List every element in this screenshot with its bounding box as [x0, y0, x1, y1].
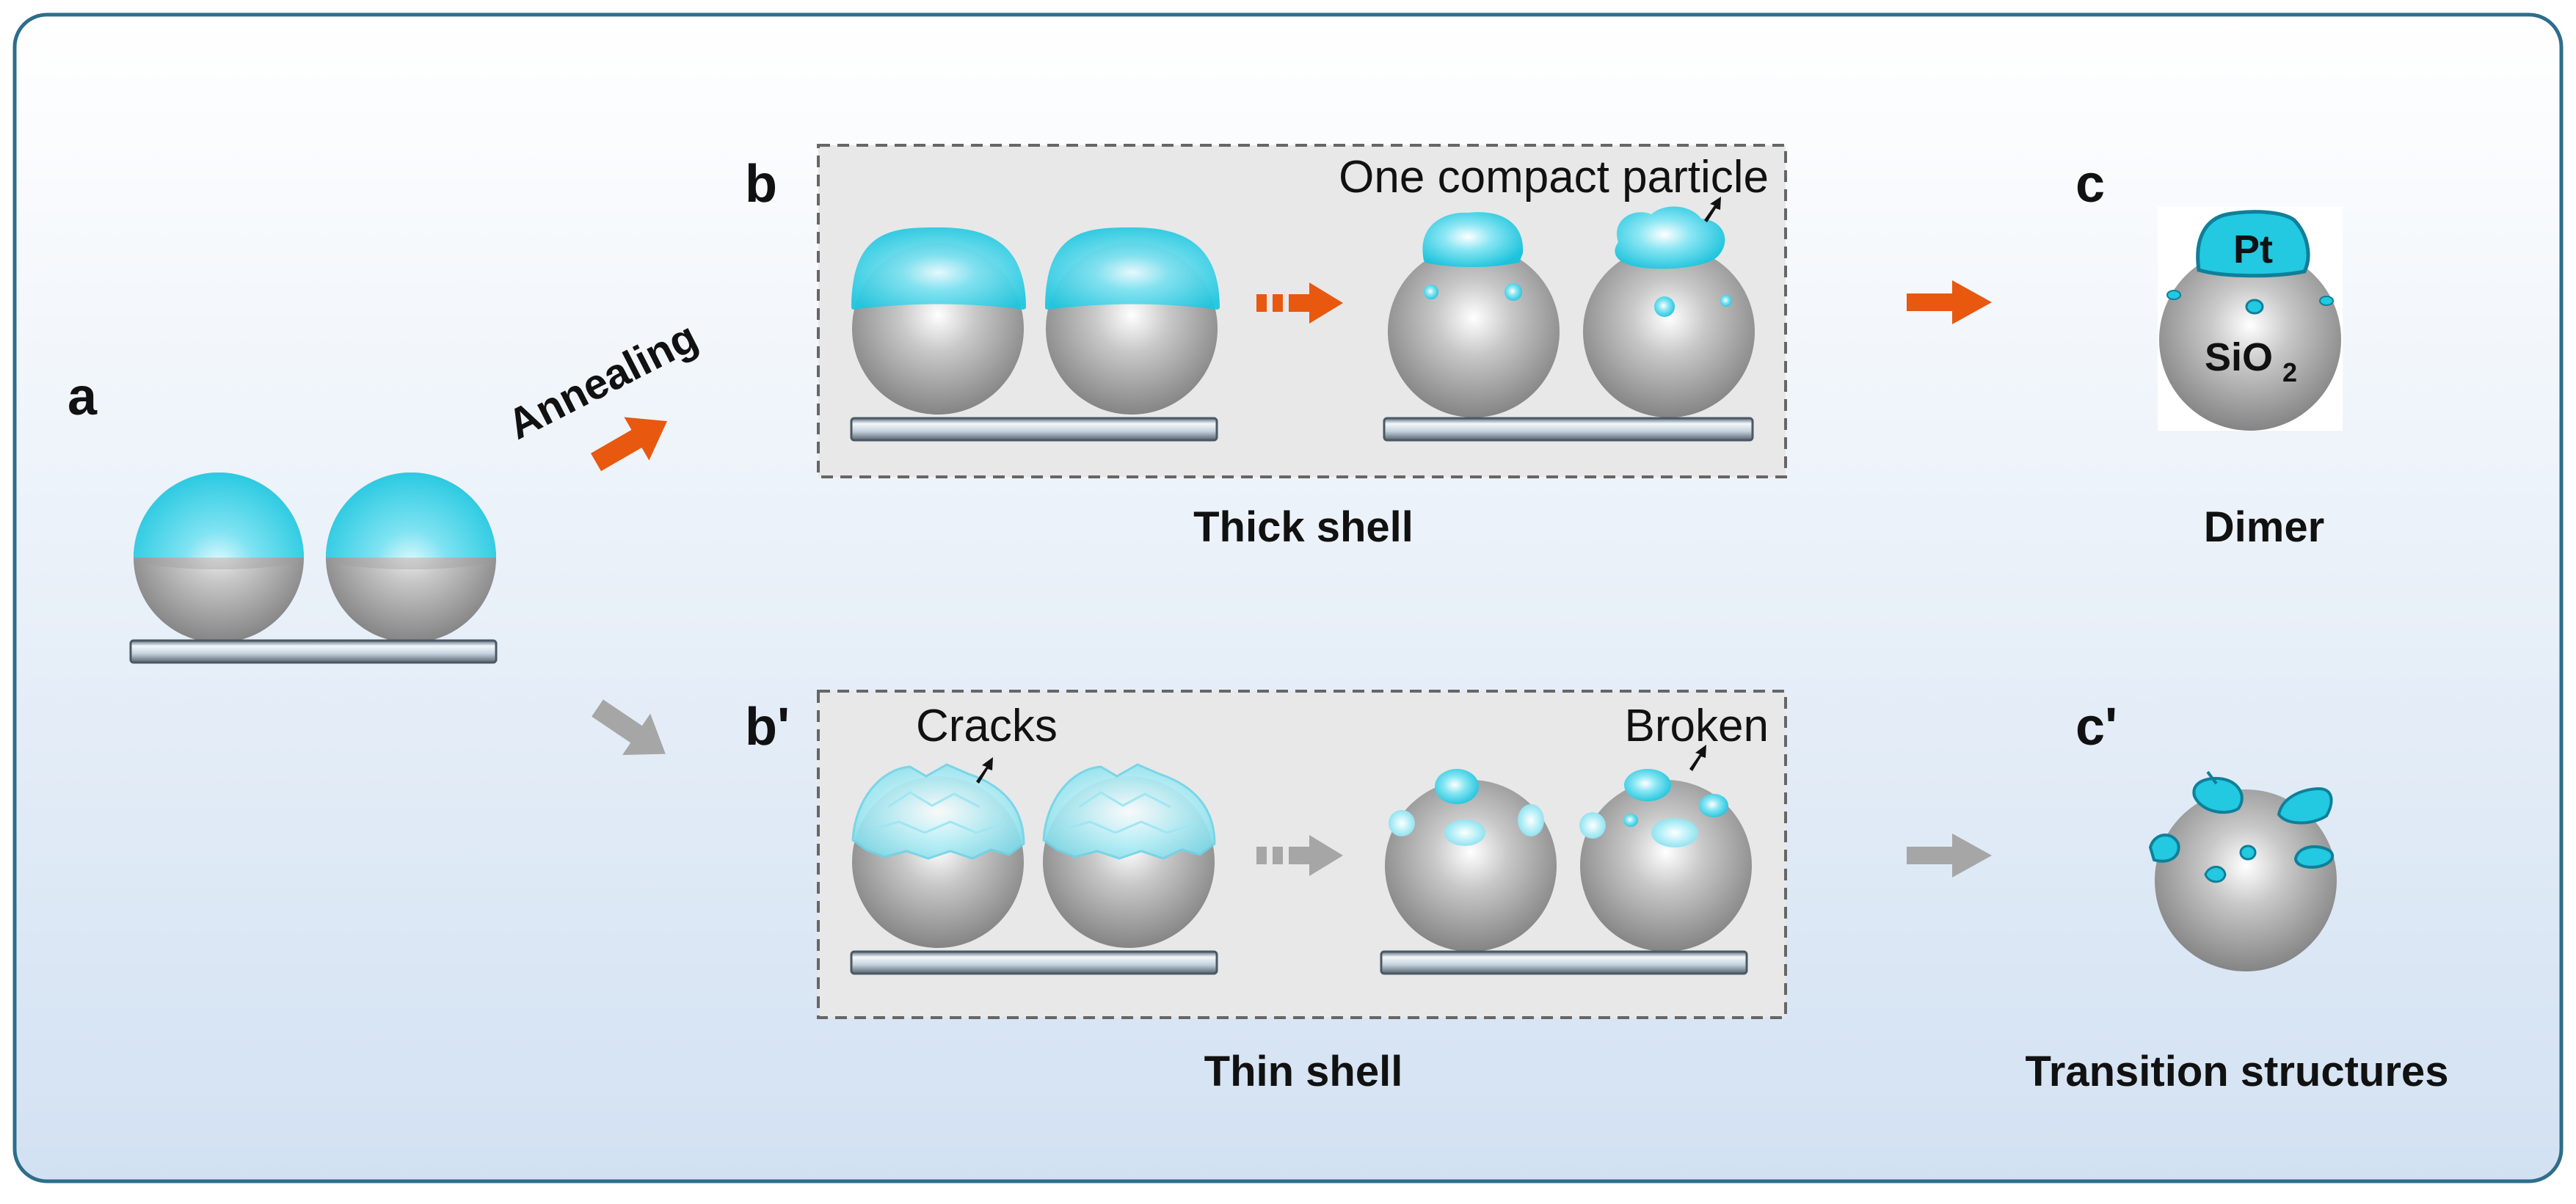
panel-c: c Pt SiO 2 Dimer	[2075, 155, 2343, 551]
sio2-subscript: 2	[2282, 357, 2297, 387]
thick-shell-sphere	[1045, 227, 1220, 415]
pt-fragment	[2239, 844, 2257, 861]
pt-fragment-spike	[2206, 770, 2218, 785]
sio2-sphere	[2159, 249, 2341, 431]
panel-b-prime: b' Cracks Broken	[745, 690, 1787, 1095]
panel-c-prime-label: c'	[2075, 698, 2117, 756]
pt-fragment	[2293, 845, 2335, 869]
panel-c-label: c	[2075, 155, 2105, 214]
cracks-pointer	[976, 757, 993, 784]
grey-arrow	[592, 699, 666, 755]
pt-fragment	[2204, 866, 2227, 883]
dimer-caption: Dimer	[2204, 503, 2324, 551]
broken-annotation: Broken	[1625, 701, 1769, 751]
panel-b-label: b	[745, 155, 777, 214]
compact-particle-annotation: One compact particle	[1339, 152, 1769, 203]
cracked-shell-sphere	[1042, 763, 1216, 948]
compact-particle-sphere	[1583, 197, 1755, 417]
substrate	[129, 639, 498, 664]
panel-b-prime-label: b'	[745, 698, 790, 756]
thin-shell-caption: Thin shell	[1204, 1048, 1403, 1095]
substrate	[1380, 950, 1748, 975]
pt-label: Pt	[2233, 227, 2273, 271]
substrate	[850, 417, 1218, 442]
substrate	[850, 950, 1218, 975]
grey-arrow-to-c-prime	[1907, 833, 1992, 878]
cracks-annotation: Cracks	[916, 701, 1058, 751]
dashed-orange-arrow	[1256, 282, 1343, 324]
pt-fragment	[2192, 776, 2244, 814]
transition-structures-caption: Transition structures	[2026, 1048, 2449, 1095]
orange-arrow-to-c	[1907, 280, 1992, 324]
substrate	[1383, 417, 1754, 442]
panel-a-label: a	[68, 368, 98, 426]
broken-shell-sphere	[1579, 745, 1752, 952]
panel-a: a	[68, 368, 498, 664]
compact-particle-sphere	[1388, 212, 1560, 417]
panel-c-prime: c' Transition structures	[2026, 698, 2449, 1095]
pt-fragment	[2148, 833, 2180, 863]
sio2-sphere	[2155, 789, 2337, 971]
pt-cluster	[2319, 296, 2334, 306]
core-shell-sphere	[326, 473, 496, 643]
broken-shell-sphere	[1385, 769, 1557, 952]
pt-cluster	[2245, 299, 2264, 315]
thick-shell-sphere	[851, 227, 1026, 415]
dashed-grey-arrow	[1256, 835, 1343, 876]
pt-particle	[2196, 210, 2310, 278]
pt-cluster	[2166, 290, 2181, 300]
panel-b: b One compact particle	[745, 144, 1787, 551]
pt-fragment	[2277, 787, 2333, 825]
orange-arrow	[591, 417, 667, 472]
core-shell-sphere	[134, 473, 304, 643]
sio2-label: SiO	[2205, 335, 2273, 379]
cracked-shell-sphere	[851, 763, 1025, 948]
thick-shell-caption: Thick shell	[1193, 503, 1413, 551]
